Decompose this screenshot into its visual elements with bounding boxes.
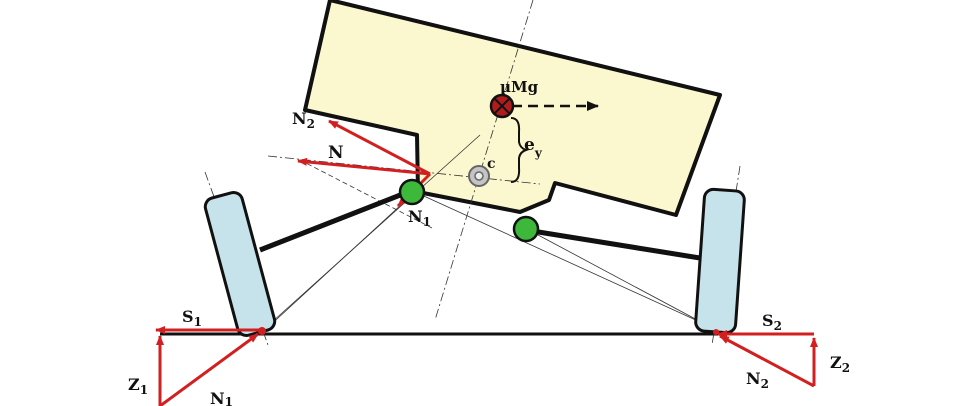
construction-lines bbox=[261, 134, 723, 333]
label-N1-mid: N1 bbox=[408, 207, 431, 229]
right-pivot-joint bbox=[512, 215, 540, 243]
label-eccentricity: ey bbox=[524, 135, 543, 160]
label-center: c bbox=[487, 156, 496, 172]
force-N2-bottom bbox=[719, 334, 815, 388]
force-N bbox=[297, 157, 431, 176]
left-contact-point bbox=[258, 327, 266, 335]
right-wheel bbox=[694, 187, 746, 335]
label-S1: S1 bbox=[182, 307, 202, 329]
label-N: N bbox=[328, 143, 344, 163]
helper-dashed-line bbox=[299, 159, 433, 229]
force-N1-bottom bbox=[159, 332, 259, 406]
roll-center-inner bbox=[474, 171, 484, 181]
left-control-arm bbox=[259, 189, 409, 253]
label-N2-bottom: N2 bbox=[746, 369, 769, 391]
cg-cross bbox=[494, 98, 510, 114]
label-S2: S2 bbox=[762, 311, 782, 333]
right-contact-point bbox=[713, 329, 719, 335]
right-control-arm bbox=[525, 227, 701, 261]
eccentricity-brace bbox=[510, 117, 530, 183]
label-Z1: Z1 bbox=[128, 375, 148, 397]
label-N1-bottom: N1 bbox=[210, 389, 233, 406]
left-pivot-joint bbox=[398, 178, 426, 206]
label-friction-force: μMg bbox=[500, 78, 539, 96]
left-wheel bbox=[203, 191, 277, 337]
label-N2-top: N2 bbox=[292, 109, 315, 131]
force-N2-top bbox=[328, 119, 431, 176]
label-Z2: Z2 bbox=[830, 353, 850, 375]
